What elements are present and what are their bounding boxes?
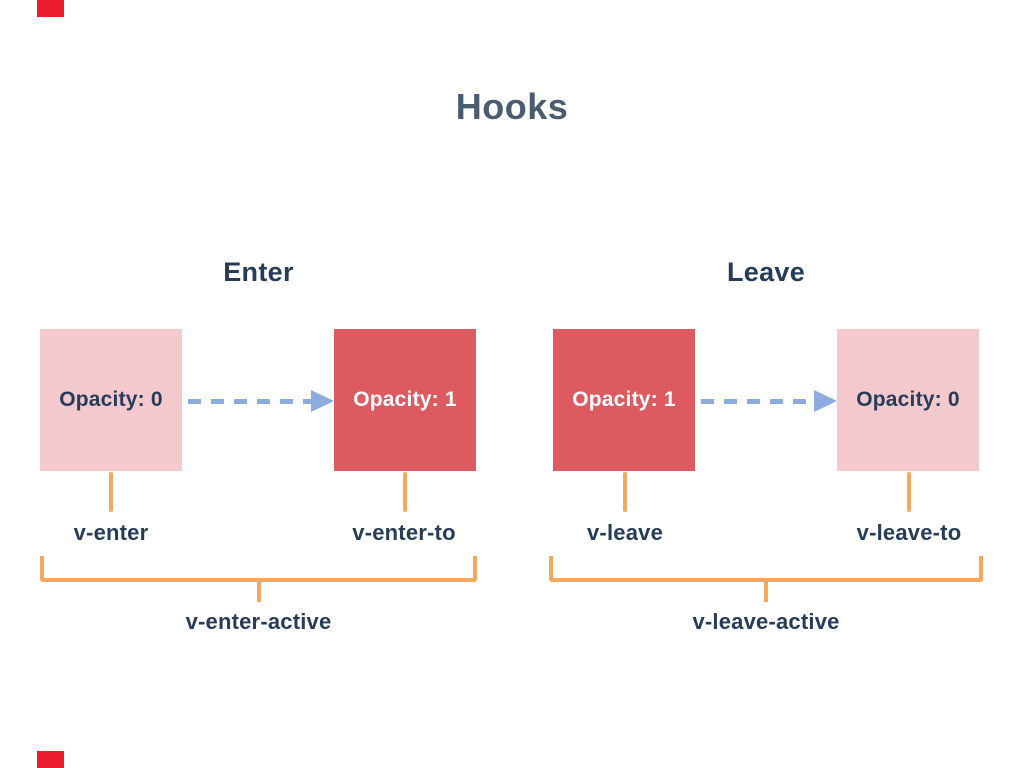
leave-from-connector-line [623, 472, 627, 512]
leave-active-bracket [549, 556, 983, 582]
enter-end-state-label: Opacity: 1 [353, 388, 457, 411]
dashed-line [188, 399, 313, 404]
enter-start-state-label: Opacity: 0 [59, 388, 163, 411]
dashed-line [701, 399, 816, 404]
enter-from-class-label: v-enter [73, 520, 149, 545]
leave-start-state-box: Opacity: 1 [553, 329, 695, 471]
leave-end-state-box: Opacity: 0 [837, 329, 979, 471]
corner-mark-top [37, 0, 64, 17]
enter-start-state-box: Opacity: 0 [40, 329, 182, 471]
enter-transition-diagram: Enter Opacity: 0 Opacity: 1 v-enter v-en… [40, 255, 477, 635]
leave-active-class-label: v-leave-active [692, 609, 840, 634]
enter-active-bracket-stem [256, 582, 261, 602]
corner-mark-bottom [37, 751, 64, 768]
enter-from-connector-line [109, 472, 113, 512]
leave-from-class-label: v-leave [586, 520, 663, 545]
arrow-right-icon [814, 390, 837, 412]
arrow-right-icon [311, 390, 334, 412]
enter-heading: Enter [223, 257, 294, 287]
leave-start-state-label: Opacity: 1 [572, 388, 676, 411]
enter-active-bracket [40, 556, 477, 582]
slide-title: Hooks [455, 86, 569, 127]
leave-end-state-label: Opacity: 0 [856, 388, 960, 411]
enter-end-state-box: Opacity: 1 [334, 329, 476, 471]
enter-transition-arrow [188, 390, 334, 412]
leave-to-connector-line [907, 472, 911, 512]
leave-transition-arrow [701, 390, 837, 412]
enter-active-class-label: v-enter-active [185, 609, 332, 634]
leave-active-bracket-stem [764, 582, 768, 602]
enter-to-connector-line [403, 472, 407, 512]
leave-heading: Leave [726, 257, 806, 287]
leave-to-class-label: v-leave-to [856, 520, 962, 545]
enter-to-class-label: v-enter-to [352, 520, 456, 545]
leave-transition-diagram: Leave Opacity: 1 Opacity: 0 v-leave v-le… [549, 255, 983, 635]
